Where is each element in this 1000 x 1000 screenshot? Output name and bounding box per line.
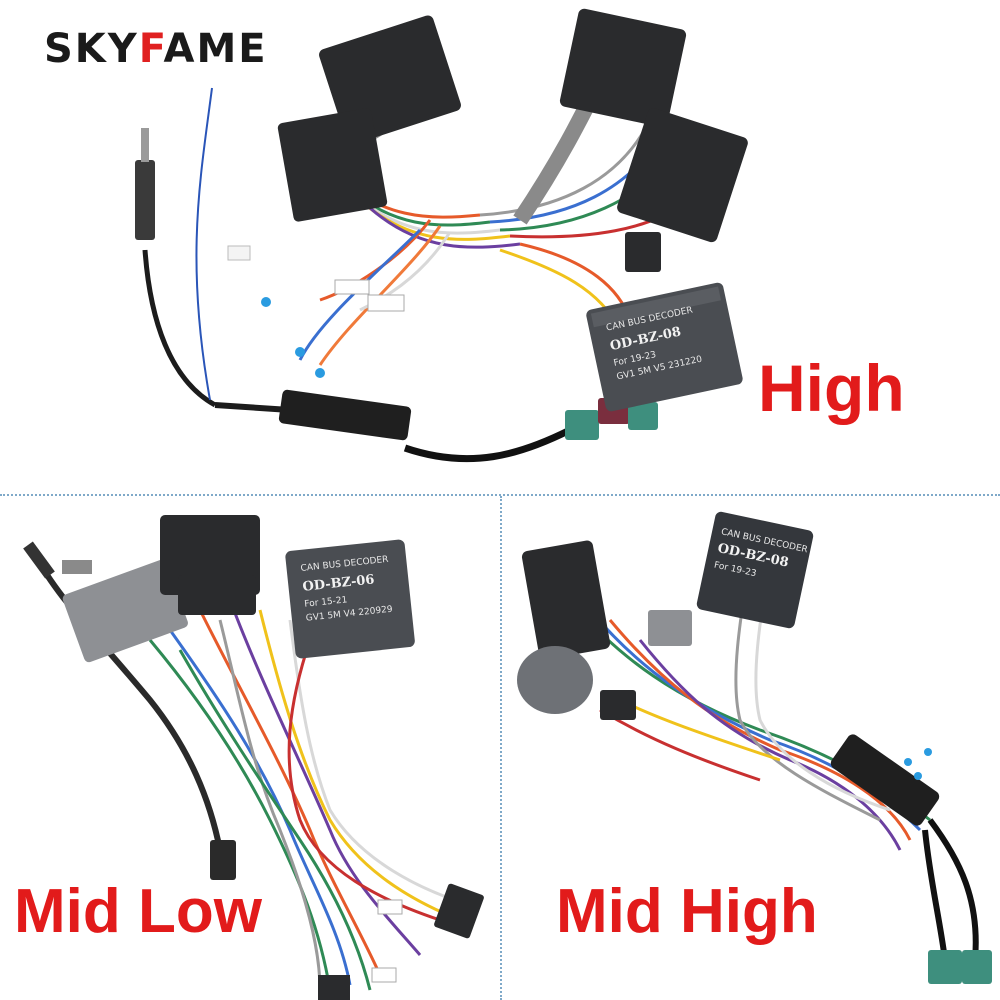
fakra-connector-midhigh xyxy=(928,950,962,984)
decoder-box-midlow: CAN BUS DECODER OD-BZ-06 For 15-21 GV1 5… xyxy=(285,539,415,659)
connector-high-3 xyxy=(559,8,687,128)
connector-high-4 xyxy=(617,108,748,243)
fakra-connector-high xyxy=(565,410,599,440)
label-high: High xyxy=(758,351,905,425)
brand-logo: SKYFAME xyxy=(44,26,268,72)
antenna-plug-high xyxy=(135,160,155,240)
connector-high-2 xyxy=(277,108,388,222)
connector-midlow-1 xyxy=(62,559,188,663)
brand-part-3: AME xyxy=(163,26,268,72)
decoder-box-high: CAN BUS DECODER OD-BZ-08 For 19-23 GV1 5… xyxy=(586,282,743,412)
mid-low-harness: CAN BUS DECODER OD-BZ-06 For 15-21 GV1 5… xyxy=(23,515,484,1000)
inline-module-high xyxy=(278,389,412,441)
mid-high-harness: CAN BUS DECODER OD-BZ-08 For 19-23 xyxy=(517,511,992,984)
antenna-plug-midlow xyxy=(210,840,236,880)
label-mid-high: Mid High xyxy=(556,877,818,946)
high-harness: CAN BUS DECODER OD-BZ-08 For 19-23 GV1 5… xyxy=(135,8,748,463)
connector-midhigh-2 xyxy=(517,646,593,714)
decoder-box-midhigh: CAN BUS DECODER OD-BZ-08 For 19-23 xyxy=(696,511,814,629)
section-divider-horizontal xyxy=(0,494,1000,496)
brand-part-1: SKY xyxy=(44,26,139,72)
decoder-midlow-line3: For 15-21 xyxy=(304,595,348,609)
connector-midlow-3 xyxy=(434,883,484,939)
connector-high-5 xyxy=(625,232,661,272)
section-divider-vertical xyxy=(500,496,502,1000)
connector-midhigh-1 xyxy=(521,540,611,660)
brand-part-2: F xyxy=(138,26,164,72)
label-mid-low: Mid Low xyxy=(14,877,262,946)
connector-midhigh-3 xyxy=(648,610,692,646)
inline-module-midhigh xyxy=(830,734,940,826)
